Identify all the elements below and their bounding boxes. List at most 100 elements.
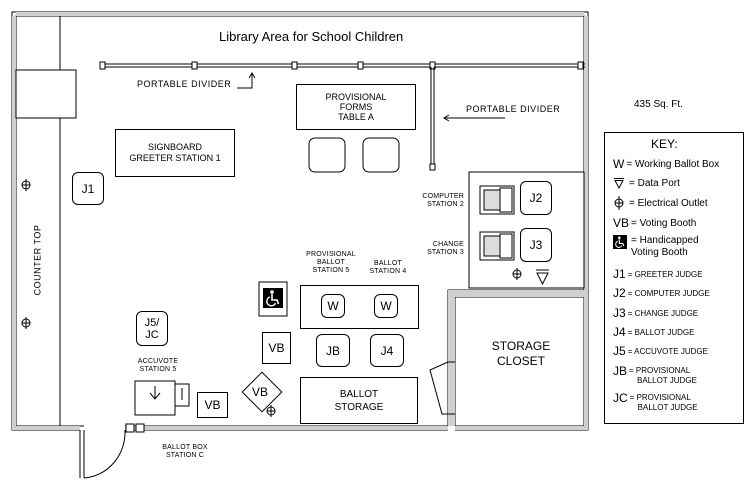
ballot-box-line1: BALLOT BOX [162,444,208,451]
legend-item-j4: J4 = BALLOT JUDGE [613,325,694,339]
legend-key: KEY: W = Working Ballot Box = Data Port … [604,132,744,424]
legend-item-handicapped: = Handicapped Voting Booth [613,235,699,259]
legend-item-outlet: = Electrical Outlet [613,196,708,210]
provisional-ballot-line1: PROVISIONAL [306,251,356,258]
working-ballot-box-1-label: W [327,299,339,313]
judge-j5-jc: J5/ JC [136,311,168,346]
ballot-box-station-label: BALLOT BOX STATION C [160,444,210,460]
closet-wall-fill-h [448,290,584,297]
legend-text-vb: = Voting Booth [631,217,697,229]
legend-text-j2: = COMPUTER JUDGE [627,288,710,298]
divider-arrows [237,72,505,122]
judge-j3: J3 [520,228,552,262]
judge-jb: JB [316,334,350,367]
counter-top-label: COUNTER TOP [32,224,43,296]
working-ballot-box-2-label: W [380,299,392,313]
provisional-forms-table: PROVISIONAL FORMS TABLE A [296,84,416,130]
storage-closet-label: STORAGE CLOSET [476,339,566,369]
accuvote-station-label: ACCUVOTE STATION 5 [134,358,182,374]
storage-closet-line1: STORAGE [491,339,551,353]
ballot-table [300,285,419,329]
chairs [308,137,400,173]
voting-booth-diamond [241,371,283,413]
provisional-ballot-line2: BALLOT [316,259,346,266]
legend-text-j3: = CHANGE JUDGE [627,308,699,318]
data-port-icon [614,178,624,189]
judge-j4: J4 [370,334,404,367]
bottom-wall-fill-left [12,426,80,430]
outlet-icon [614,196,624,210]
voting-booth-1: VB [262,332,291,364]
ballot-station-line1: BALLOT [373,260,403,267]
legend-symbol-vb: VB [613,216,630,230]
voting-booth-1-label: VB [268,341,285,355]
judge-j3-label: J3 [529,238,543,252]
signboard-line1: SIGNBOARD [147,142,202,152]
left-wall-fill [12,16,16,426]
computer-terminal-3 [479,231,515,261]
ballot-box-station [125,423,145,433]
legend-symbol-j4: J4 [613,325,626,339]
legend-symbol-j2: J2 [613,286,626,300]
legend-symbol-jb: JB [613,364,628,378]
legend-symbol-j1: J1 [613,267,626,281]
legend-item-j1: J1 = GREETER JUDGE [613,267,703,281]
legend-item-voting-booth: VB = Voting Booth [613,216,696,230]
outlet-icon [21,179,522,417]
legend-item-jb: JB = PROVISIONAL BALLOT JUDGE [613,364,697,386]
legend-text-w: = Working Ballot Box [626,158,720,170]
legend-symbol-w: W [613,157,625,171]
voting-booth-3: VB [197,392,228,418]
legend-text-outlet: = Electrical Outlet [629,197,708,209]
legend-text-handicapped: = Handicapped [631,235,699,246]
judge-j4-label: J4 [380,343,394,358]
closet-door [429,361,455,415]
judge-j5jc-line2: JC [145,328,159,341]
change-station-line2: STATION 3 [427,249,464,256]
legend-text-jb-2: BALLOT JUDGE [637,376,697,385]
wheelchair-icon [613,235,627,249]
ballot-box-line2: STATION C [165,452,205,459]
area-label: 435 Sq. Ft. [634,99,683,110]
legend-item-j5: J5 = ACCUVOTE JUDGE [613,344,708,358]
provisional-forms-line2: FORMS [339,102,373,112]
ballot-storage-line2: STORAGE [334,401,384,413]
legend-text-j5: = ACCUVOTE JUDGE [627,346,708,356]
legend-item-j3: J3 = CHANGE JUDGE [613,306,698,320]
portable-divider-top [99,61,585,70]
wheelchair-icon [263,288,283,308]
ballot-station-line2: STATION 4 [369,268,407,275]
ballot-station-label: BALLOT STATION 4 [368,260,408,276]
voting-booth-3-label: VB [204,398,221,412]
bottom-wall-fill [125,426,448,430]
counter-top [15,16,77,426]
judge-j2: J2 [520,181,552,215]
accuvote-line2: STATION 5 [139,366,177,373]
change-station-label: CHANGE STATION 3 [422,241,464,257]
working-ballot-box-1: W [321,294,345,318]
right-wall-fill [584,16,588,430]
data-port-icon [536,269,549,286]
legend-item-data-port: = Data Port [613,177,680,189]
accuvote-machine [134,380,190,416]
provisional-ballot-line3: STATION 5 [312,267,350,274]
legend-text-data-port: = Data Port [629,177,680,189]
judge-jb-label: JB [325,343,340,358]
signboard-line2: GREETER STATION 1 [129,153,221,163]
signboard-greeter-station: SIGNBOARD GREETER STATION 1 [115,129,235,177]
judge-j2-label: J2 [529,191,543,205]
judge-j1-label: J1 [81,181,95,196]
legend-item-working-ballot-box: W = Working Ballot Box [613,157,719,171]
legend-text-jc: = PROVISIONAL [629,393,691,402]
judge-j1: J1 [72,172,104,205]
legend-item-j2: J2 = COMPUTER JUDGE [613,286,710,300]
legend-symbol-j3: J3 [613,306,626,320]
ballot-storage: BALLOT STORAGE [300,377,418,424]
portable-divider-right [429,67,436,171]
legend-text-j4: = BALLOT JUDGE [627,327,695,337]
ballot-storage-line1: BALLOT [339,388,379,400]
divider-label-right: PORTABLE DIVIDER [466,104,561,114]
provisional-forms-line3: TABLE A [338,112,374,122]
computer-terminal-2 [479,185,515,215]
provisional-forms-line1: PROVISIONAL [325,92,387,102]
